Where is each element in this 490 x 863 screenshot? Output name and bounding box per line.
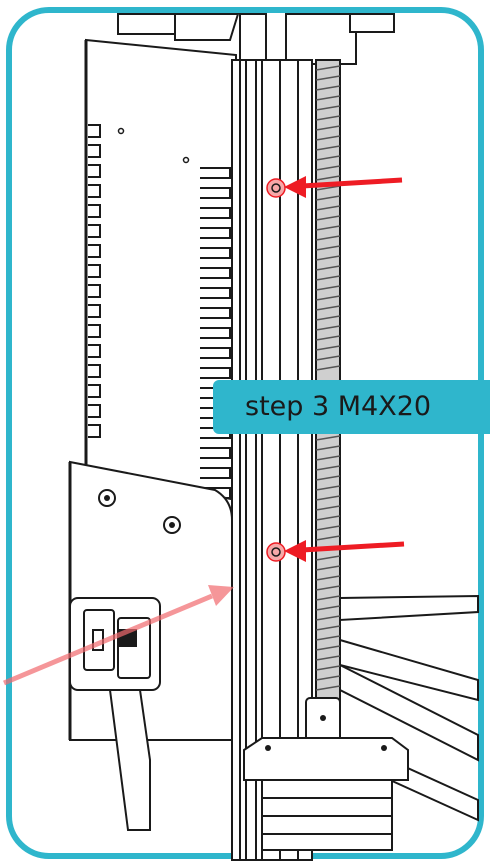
enclosure-hole-mid bbox=[182, 156, 190, 164]
motor-screw-left bbox=[265, 745, 271, 751]
enclosure-hole-top bbox=[117, 127, 125, 135]
stepper-motor bbox=[243, 737, 409, 851]
plate-foot bbox=[108, 689, 151, 831]
motor-screw-right bbox=[381, 745, 387, 751]
top-carriage bbox=[117, 13, 395, 67]
bed-frame bbox=[339, 594, 479, 822]
step-label: step 3 M4X20 bbox=[213, 380, 490, 434]
power-supply-enclosure bbox=[84, 38, 237, 502]
lead-screw-thread bbox=[315, 65, 341, 691]
coupler-screw bbox=[320, 715, 326, 721]
plate-screw-left bbox=[98, 489, 116, 507]
arrow-diagonal bbox=[3, 585, 234, 686]
arrow-upper bbox=[284, 176, 403, 198]
screw-lower-highlight bbox=[266, 542, 286, 562]
plate-screw-right bbox=[163, 516, 181, 534]
enclosure-vents-left bbox=[88, 124, 101, 438]
arrow-lower bbox=[284, 540, 405, 562]
power-socket bbox=[69, 597, 161, 691]
screw-upper-highlight bbox=[266, 178, 286, 198]
